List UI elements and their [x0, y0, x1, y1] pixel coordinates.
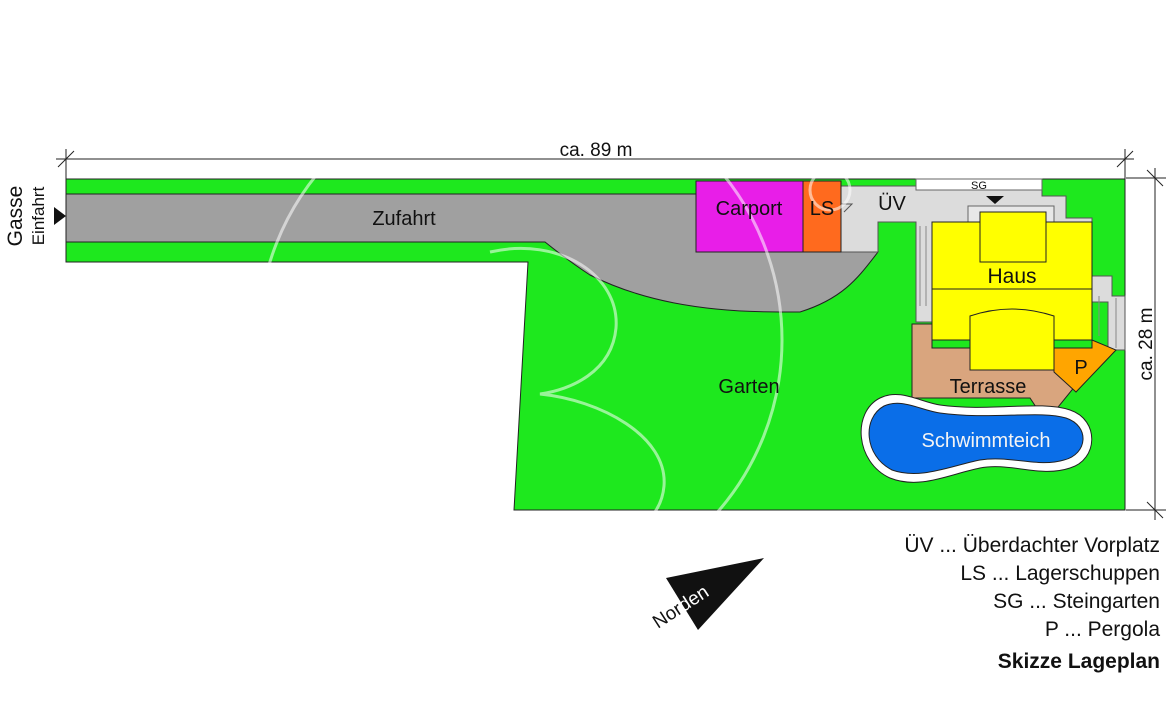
house-bay-top [979, 211, 1047, 263]
label-uv: ÜV [878, 193, 906, 215]
dimension-width [56, 149, 1134, 180]
legend-item: ÜV ... Überdachter Vorplatz [904, 534, 1160, 557]
swimming-pond [868, 402, 1084, 474]
dimension-height-label: ca. 28 m [1136, 308, 1157, 381]
house-bay-bottom [969, 308, 1055, 371]
label-ls: LS [810, 198, 834, 220]
paved-edges [919, 226, 1117, 348]
label-pergola: P [1074, 357, 1087, 379]
legend-title: Skizze Lageplan [997, 650, 1160, 673]
label-schwimmteich: Schwimmteich [922, 430, 1051, 452]
legend: ÜV ... Überdachter Vorplatz LS ... Lager… [904, 532, 1160, 676]
entrance-arrow [986, 196, 1004, 204]
label-zufahrt: Zufahrt [372, 208, 436, 230]
legend-item: SG ... Steingarten [993, 590, 1160, 613]
driveway [65, 193, 880, 313]
pergola [1053, 339, 1117, 393]
dimension-height [1126, 168, 1166, 520]
entrance-label-einfahrt: Einfahrt [29, 186, 48, 245]
dimension-width-label: ca. 89 m [560, 140, 633, 161]
label-carport: Carport [716, 198, 783, 220]
entrance-label-gasse: Gasse [4, 186, 27, 247]
label-haus: Haus [987, 265, 1036, 288]
rock-garden [915, 178, 1043, 191]
legend-item: P ... Pergola [1044, 618, 1160, 641]
north-arrow-icon [666, 558, 764, 630]
label-sg: SG [971, 180, 987, 192]
legend-item: LS ... Lagerschuppen [960, 562, 1160, 585]
label-terrasse: Terrasse [950, 376, 1027, 398]
entrance-marker-icon [54, 207, 66, 225]
watermark [256, 76, 852, 604]
label-garten: Garten [718, 376, 779, 398]
